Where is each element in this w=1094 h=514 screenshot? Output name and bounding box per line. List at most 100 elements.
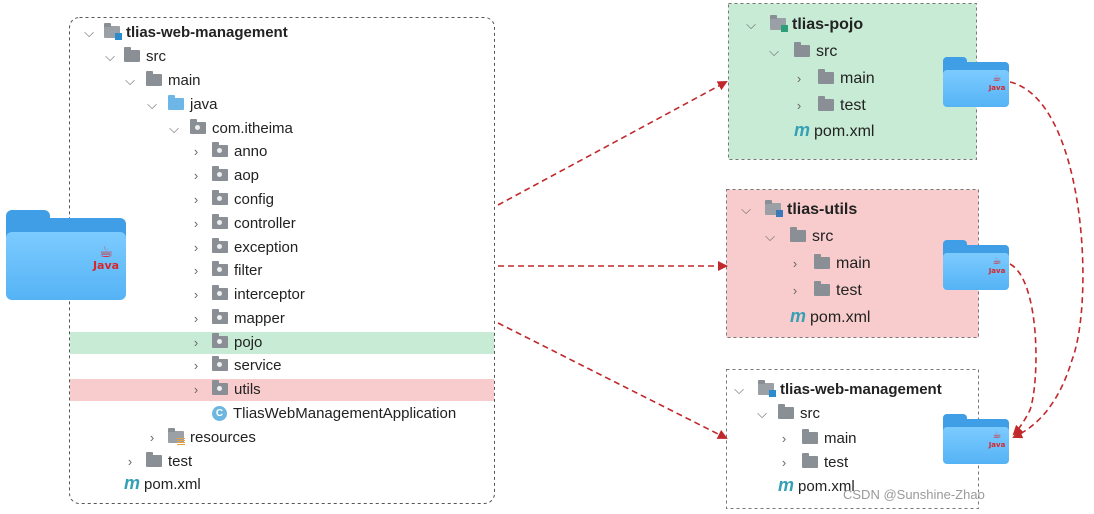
folder-icon <box>814 253 830 269</box>
chevron-right-icon[interactable]: › <box>796 71 802 86</box>
folder-icon <box>818 95 834 111</box>
chevron-down-icon[interactable]: ⌵ <box>169 121 179 136</box>
tree-item-main[interactable]: main <box>146 70 201 92</box>
folder-icon <box>124 47 140 63</box>
tree-item-test[interactable]: test <box>146 451 192 473</box>
tree-item-resources[interactable]: resources <box>168 427 256 449</box>
chevron-right-icon[interactable]: › <box>193 335 199 350</box>
java-logo-icon: ☕ Java <box>988 430 1006 450</box>
chevron-right-icon[interactable]: › <box>193 287 199 302</box>
package-icon <box>212 356 228 372</box>
arrow-to-pojo <box>497 81 728 206</box>
chevron-right-icon[interactable]: › <box>193 263 199 278</box>
web-java-folder-icon: ☕ Java <box>943 414 1009 464</box>
arrow-pojo-to-web <box>1009 81 1084 439</box>
pojo-highlight <box>70 332 494 354</box>
chevron-right-icon[interactable]: › <box>193 358 199 373</box>
tree-item-service[interactable]: service <box>212 355 282 377</box>
chevron-right-icon[interactable]: › <box>193 168 199 183</box>
chevron-right-icon[interactable]: › <box>796 98 802 113</box>
folder-icon <box>802 429 818 445</box>
tree-item-src[interactable]: src <box>124 46 166 68</box>
chevron-down-icon[interactable]: ⌵ <box>125 73 135 88</box>
tree-item-config[interactable]: config <box>212 189 274 211</box>
chevron-right-icon[interactable]: › <box>781 431 787 446</box>
utils-src[interactable]: src <box>790 226 833 248</box>
chevron-down-icon[interactable]: ⌵ <box>746 17 756 32</box>
chevron-right-icon[interactable]: › <box>193 382 199 397</box>
package-icon <box>212 285 228 301</box>
chevron-right-icon[interactable]: › <box>193 216 199 231</box>
package-icon <box>212 261 228 277</box>
package-icon <box>212 190 228 206</box>
java-logo-icon: ☕ Java <box>92 242 120 272</box>
maven-icon: m <box>794 120 811 140</box>
resources-folder-icon <box>168 428 185 446</box>
web-src[interactable]: src <box>778 403 820 425</box>
tree-item-interceptor[interactable]: interceptor <box>212 284 305 306</box>
web-project[interactable]: tlias-web-management <box>758 379 942 401</box>
tree-item-filter[interactable]: filter <box>212 260 262 282</box>
utils-test[interactable]: test <box>814 280 862 302</box>
tree-item-aop[interactable]: aop <box>212 165 259 187</box>
web-test[interactable]: test <box>802 452 848 474</box>
java-project-folder-icon: ☕ Java <box>6 210 126 300</box>
folder-icon <box>818 68 834 84</box>
pojo-main[interactable]: main <box>818 68 875 90</box>
tree-item-anno[interactable]: anno <box>212 141 267 163</box>
module-folder-icon <box>758 380 776 398</box>
utils-java-folder-icon: ☕ Java <box>943 240 1009 290</box>
tree-item-utils[interactable]: utils <box>212 379 261 401</box>
utils-project[interactable]: tlias-utils <box>765 199 857 221</box>
utils-highlight <box>70 379 494 401</box>
utils-main[interactable]: main <box>814 253 871 275</box>
chevron-down-icon[interactable]: ⌵ <box>147 97 157 112</box>
chevron-right-icon[interactable]: › <box>149 430 155 445</box>
chevron-right-icon[interactable]: › <box>193 311 199 326</box>
chevron-down-icon[interactable]: ⌵ <box>734 382 744 397</box>
folder-icon <box>814 280 830 296</box>
folder-icon <box>146 452 162 468</box>
tree-item-package[interactable]: com.itheima <box>190 118 293 140</box>
chevron-right-icon[interactable]: › <box>193 144 199 159</box>
tree-item-java[interactable]: java <box>168 94 218 116</box>
java-logo-icon: ☕ Java <box>988 256 1006 276</box>
tree-item-mapper[interactable]: mapper <box>212 308 285 330</box>
class-icon: C <box>212 405 227 421</box>
chevron-right-icon[interactable]: › <box>792 256 798 271</box>
pojo-test[interactable]: test <box>818 95 866 117</box>
chevron-down-icon[interactable]: ⌵ <box>105 49 115 64</box>
folder-icon <box>790 226 806 242</box>
package-icon <box>212 333 228 349</box>
chevron-right-icon[interactable]: › <box>193 192 199 207</box>
pojo-panel-bg <box>728 3 977 160</box>
maven-icon: m <box>778 475 795 496</box>
package-icon <box>212 309 228 325</box>
chevron-down-icon[interactable]: ⌵ <box>765 229 775 244</box>
pojo-project[interactable]: tlias-pojo <box>770 14 863 36</box>
package-icon <box>212 214 228 230</box>
tree-item-exception[interactable]: exception <box>212 237 298 259</box>
tree-item-controller[interactable]: controller <box>212 213 296 235</box>
chevron-right-icon[interactable]: › <box>193 240 199 255</box>
chevron-down-icon[interactable]: ⌵ <box>84 25 94 40</box>
web-main[interactable]: main <box>802 428 857 450</box>
package-icon <box>212 380 228 396</box>
chevron-right-icon[interactable]: › <box>792 283 798 298</box>
chevron-down-icon[interactable]: ⌵ <box>769 44 779 59</box>
chevron-down-icon[interactable]: ⌵ <box>757 406 767 421</box>
chevron-right-icon[interactable]: › <box>127 454 133 469</box>
pojo-src[interactable]: src <box>794 41 837 63</box>
chevron-down-icon[interactable]: ⌵ <box>741 202 751 217</box>
folder-icon <box>778 404 794 420</box>
tree-item-pojo[interactable]: pojo <box>212 332 262 354</box>
chevron-right-icon[interactable]: › <box>781 455 787 470</box>
tree-item-project[interactable]: tlias-web-management <box>104 22 288 44</box>
folder-icon <box>146 71 162 87</box>
package-icon <box>212 166 228 182</box>
